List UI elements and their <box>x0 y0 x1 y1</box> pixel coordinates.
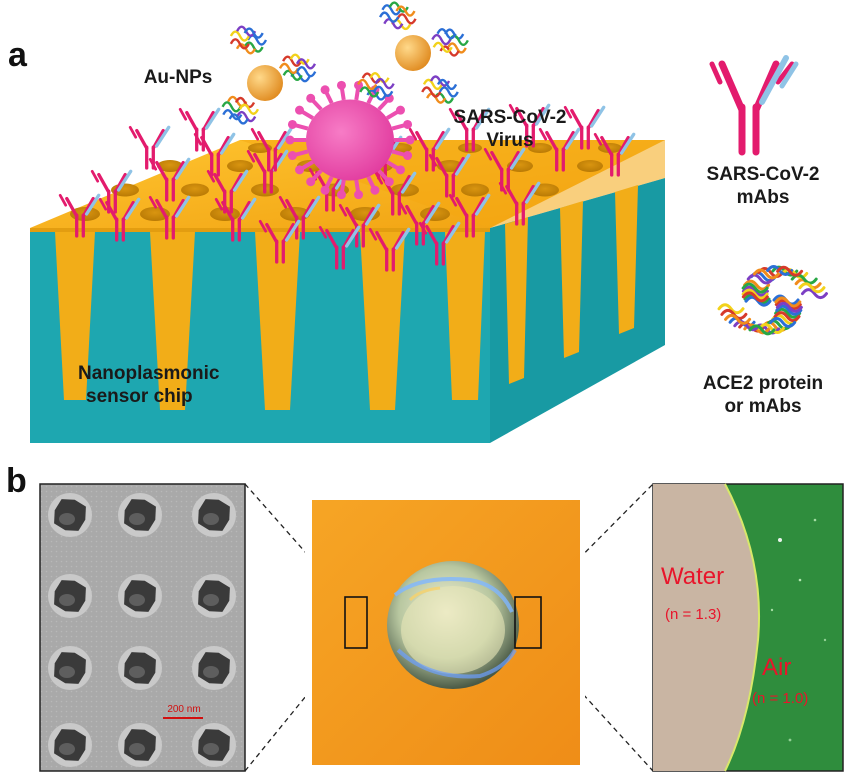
antibody-layer <box>58 103 636 272</box>
chip-label: Nanoplasmonic sensor chip <box>78 362 298 408</box>
antibody-icon <box>214 197 257 242</box>
antibody-icon <box>318 225 361 270</box>
panel-b-letter: b <box>6 462 27 500</box>
antibody-icon <box>428 153 471 198</box>
panel-a-letter: a <box>8 36 27 74</box>
zoom-box-right <box>514 596 542 649</box>
air-label: Air <box>762 654 792 681</box>
ace2-legend-line2: or mAbs <box>724 396 802 417</box>
antibody-icon <box>538 127 581 172</box>
antibody-icon <box>508 103 551 148</box>
antibody-icon <box>98 197 141 242</box>
virus-label-line2: Virus <box>486 130 534 151</box>
antibody-icon <box>498 181 541 226</box>
antibody-icon <box>278 195 321 240</box>
ace2-protein-icon <box>717 265 828 336</box>
protein-ribbons <box>221 1 469 125</box>
mabs-legend-line2: mAbs <box>736 187 790 208</box>
water-region <box>653 484 760 771</box>
au-nanoparticle-left <box>247 65 283 101</box>
antibody-icon <box>193 132 236 177</box>
antibody-icon <box>368 227 411 272</box>
legend-antibody-icon <box>709 55 799 156</box>
au-nps-label: Au-NPs <box>143 67 213 88</box>
zoom-box-left <box>344 596 368 649</box>
sem-scale-label: 200 nm <box>167 704 201 715</box>
au-nanoparticle-right <box>395 35 431 71</box>
mabs-legend-label: SARS-CoV-2 mAbs <box>688 163 838 209</box>
antibody-icon <box>58 193 101 238</box>
antibody-icon <box>250 127 293 172</box>
antibody-icon <box>148 157 191 202</box>
ace2-legend-label: ACE2 protein or mAbs <box>680 372 846 418</box>
antibody-icon <box>128 125 171 170</box>
ace2-legend-line1: ACE2 protein <box>702 373 824 394</box>
chip-label-line1: Nanoplasmonic <box>78 363 220 384</box>
antibody-icon <box>148 195 191 240</box>
antibody-icon <box>448 107 491 152</box>
water-index-label: (n = 1.3) <box>665 606 722 623</box>
virus-label: SARS-CoV-2 Virus <box>430 106 590 152</box>
mabs-legend-line1: SARS-CoV-2 <box>706 164 820 185</box>
antibody-icon <box>408 127 451 172</box>
chip-label-line2: sensor chip <box>86 386 193 407</box>
front-pores <box>55 232 485 410</box>
antibody-icon <box>418 221 461 266</box>
antibody-icon <box>593 132 636 177</box>
antibody-icon <box>563 105 606 150</box>
antibody-icon <box>258 219 301 264</box>
water-label: Water <box>661 563 725 590</box>
contact-line-image <box>652 483 844 772</box>
antibody-icon <box>90 169 133 214</box>
sem-image <box>39 483 246 772</box>
air-index-label: (n = 1.0) <box>752 690 809 707</box>
antibody-icon <box>338 203 381 248</box>
virus-label-line1: SARS-CoV-2 <box>453 107 567 128</box>
chip-photo <box>305 493 585 768</box>
side-pores <box>505 185 638 384</box>
antibody-icon <box>448 193 491 238</box>
